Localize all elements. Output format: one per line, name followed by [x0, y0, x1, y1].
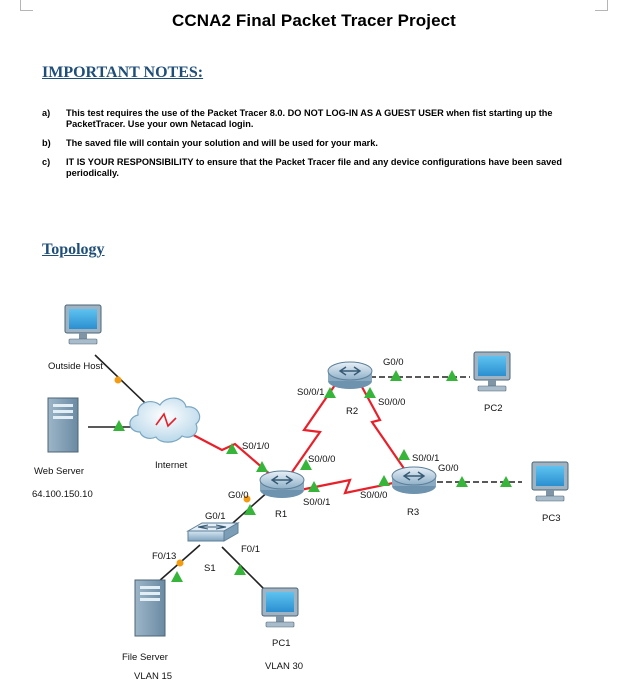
r1-label: R1	[275, 509, 287, 520]
r2-label: R2	[346, 406, 358, 417]
note-marker: c)	[42, 157, 51, 167]
interface-label: G0/0	[438, 463, 459, 474]
pc3-icon[interactable]	[531, 461, 569, 502]
switch-s1-icon[interactable]	[186, 522, 240, 542]
outside-host-pc-icon[interactable]	[64, 304, 102, 345]
link-status-up-triangle	[256, 461, 268, 472]
file-server-vlan-label: VLAN 15	[134, 671, 172, 682]
router-r2-icon[interactable]	[327, 361, 373, 389]
link-status-up-triangle	[308, 481, 320, 492]
interface-label: G0/1	[205, 511, 226, 522]
interface-label: G0/0	[383, 357, 404, 368]
router-r1-icon[interactable]	[259, 470, 305, 498]
topology-diagram: Outside Host Internet Web Server 64.100.…	[32, 304, 569, 682]
link-status-up-triangle	[171, 571, 183, 582]
link-status-up-triangle	[113, 420, 125, 431]
link-status-up-triangle	[378, 475, 390, 486]
pc2-icon[interactable]	[473, 351, 511, 392]
notes-list: a) This test requires the use of the Pac…	[42, 108, 607, 187]
interface-label: S0/0/0	[360, 490, 387, 501]
serial-link-r1-r3	[299, 478, 399, 495]
note-marker: b)	[42, 138, 51, 148]
page-corner-mark-right	[595, 0, 608, 11]
pc1-label: PC1	[272, 638, 290, 649]
note-text: The saved file will contain your solutio…	[66, 138, 378, 148]
pc3-label: PC3	[542, 513, 560, 524]
internet-signal-icon	[155, 412, 177, 428]
interface-label: F0/13	[152, 551, 176, 562]
file-server-label: File Server	[122, 652, 168, 663]
serial-link-r1-r2	[289, 384, 336, 476]
interface-label: S0/0/1	[303, 497, 330, 508]
interface-label: S0/0/0	[378, 397, 405, 408]
link-layer	[88, 354, 522, 591]
link-status-up-triangle	[244, 504, 256, 515]
topology-heading: Topology	[42, 241, 105, 258]
note-text: This test requires the use of the Packet…	[66, 108, 553, 129]
link-status-up-triangle	[500, 476, 512, 487]
link-status-up-triangle	[226, 443, 238, 454]
link-status-up-triangle	[364, 387, 376, 398]
r3-label: R3	[407, 507, 419, 518]
interface-label: S0/0/1	[297, 387, 324, 398]
link-status-up-triangle	[456, 476, 468, 487]
file-server-icon[interactable]	[134, 579, 166, 637]
router-r3-icon[interactable]	[391, 466, 437, 494]
link-status-up-triangle	[300, 459, 312, 470]
serial-link-r2-r3	[361, 386, 406, 471]
interface-label: S0/1/0	[242, 441, 269, 452]
interface-label: G0/0	[228, 490, 249, 501]
note-item: b) The saved file will contain your solu…	[42, 138, 607, 149]
link-status-down-dot	[114, 376, 122, 384]
important-notes-heading: IMPORTANT NOTES:	[42, 64, 204, 81]
note-item: c) IT IS YOUR RESPONSIBILITY to ensure t…	[42, 157, 607, 179]
note-marker: a)	[42, 108, 51, 118]
interface-label: S0/0/1	[412, 453, 439, 464]
document-title: CCNA2 Final Packet Tracer Project	[172, 11, 456, 30]
link-status-up-triangle	[446, 370, 458, 381]
web-server-label: Web Server	[34, 466, 84, 477]
web-server-ip-label: 64.100.150.10	[32, 489, 93, 500]
link-status-down-dot	[243, 495, 251, 503]
link-s1-pc1	[221, 546, 266, 591]
internet-cloud-icon[interactable]	[129, 397, 201, 443]
link-status-down-dot	[176, 559, 184, 567]
internet-label: Internet	[155, 460, 188, 471]
note-item: a) This test requires the use of the Pac…	[42, 108, 607, 130]
interface-label: S0/0/0	[308, 454, 335, 465]
link-status-up-triangle	[324, 387, 336, 398]
pc1-icon[interactable]	[261, 587, 299, 628]
link-status-up-triangle	[398, 449, 410, 460]
s1-label: S1	[204, 563, 216, 574]
link-status-up-triangle	[390, 370, 402, 381]
pc1-vlan-label: VLAN 30	[265, 661, 303, 672]
note-text: IT IS YOUR RESPONSIBILITY to ensure that…	[66, 157, 562, 178]
web-server-icon[interactable]	[47, 397, 79, 453]
link-status-up-triangle	[234, 564, 246, 575]
interface-label: F0/1	[241, 544, 260, 555]
page-corner-mark-left	[20, 0, 33, 11]
serial-link-internet-r1	[179, 427, 273, 477]
outside-host-label: Outside Host	[48, 361, 103, 372]
pc2-label: PC2	[484, 403, 502, 414]
